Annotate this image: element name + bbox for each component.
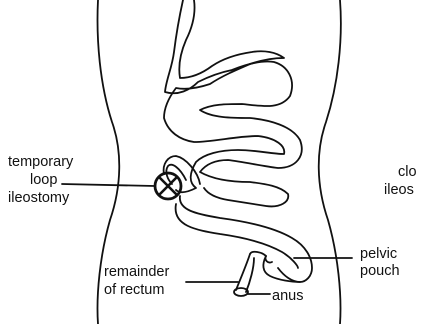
- label-remainder: remainder: [104, 264, 169, 280]
- small-intestine-inner: [164, 0, 284, 192]
- label-closure-ileostomy: ileos: [384, 182, 414, 198]
- rectum-top: [250, 252, 266, 256]
- stoma-cross-icon: [160, 178, 176, 194]
- label-ileostomy: ileostomy: [8, 190, 70, 206]
- body-outline-right: [319, 0, 341, 324]
- small-intestine: [165, 0, 302, 206]
- label-pelvic: pelvic: [360, 246, 397, 262]
- label-anus: anus: [272, 288, 303, 304]
- rectum-stump: [236, 254, 254, 292]
- label-loop: loop: [30, 172, 57, 188]
- label-temporary: temporary: [8, 154, 74, 170]
- label-pouch: pouch: [360, 263, 400, 279]
- label-closure: clo: [398, 164, 417, 180]
- pelvic-pouch-outline: [263, 256, 300, 282]
- leader-temporary: [62, 184, 155, 186]
- ileum-lower: [176, 204, 298, 268]
- pelvic-pouch-inner: [265, 256, 272, 263]
- label-of-rectum: of rectum: [104, 282, 164, 298]
